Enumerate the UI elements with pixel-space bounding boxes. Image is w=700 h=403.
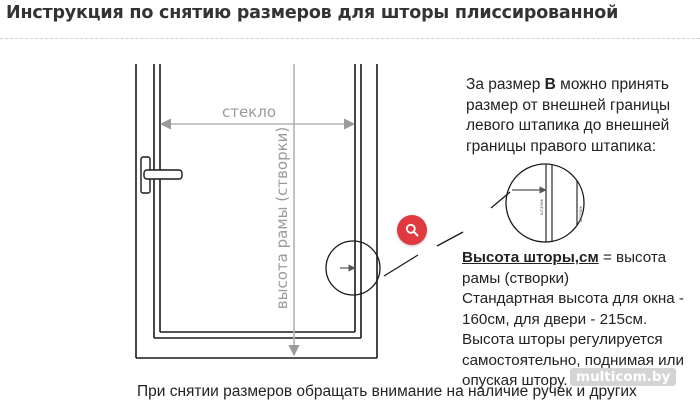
height-instruction: Высота шторы,см = высота рамы (створки) …: [462, 248, 700, 392]
magnifier-icon: [405, 223, 419, 237]
door-frame: [135, 64, 378, 359]
width-letter: В: [544, 76, 556, 93]
detail-circle-large: штапик штапик: [436, 163, 585, 247]
door-handle-icon: [140, 156, 183, 194]
zoom-button[interactable]: [397, 215, 427, 245]
detail-circle-small: [325, 240, 419, 296]
door-drawing: стекло высота рамы (створки) штапик штап…: [135, 64, 585, 359]
bottom-note: При снятии размеров обращать внимание на…: [137, 383, 637, 400]
adjustable-height: Высота шторы регулируется самостоятельно…: [462, 331, 684, 389]
standard-height: Стандартная высота для окна - 160см, для…: [462, 290, 684, 328]
page-title: Инструкция по снятию размеров для шторы …: [6, 3, 619, 23]
height-label: Высота шторы,см: [462, 249, 599, 266]
frame-height-dimension: высота рамы (створки): [273, 64, 300, 357]
detail-mark-2: штапик: [578, 205, 583, 222]
site-watermark: multicom.by: [570, 368, 677, 386]
detail-mark: штапик: [539, 198, 544, 215]
frame-height-label: высота рамы (створки): [273, 127, 291, 309]
height-definition: Высота шторы,см = высота рамы (створки): [462, 249, 667, 287]
title-divider: [0, 38, 700, 39]
glass-width-dimension: стекло: [159, 103, 356, 130]
width-instruction: За размер В можно принять размер от внеш…: [466, 76, 671, 155]
glass-label: стекло: [222, 103, 276, 121]
